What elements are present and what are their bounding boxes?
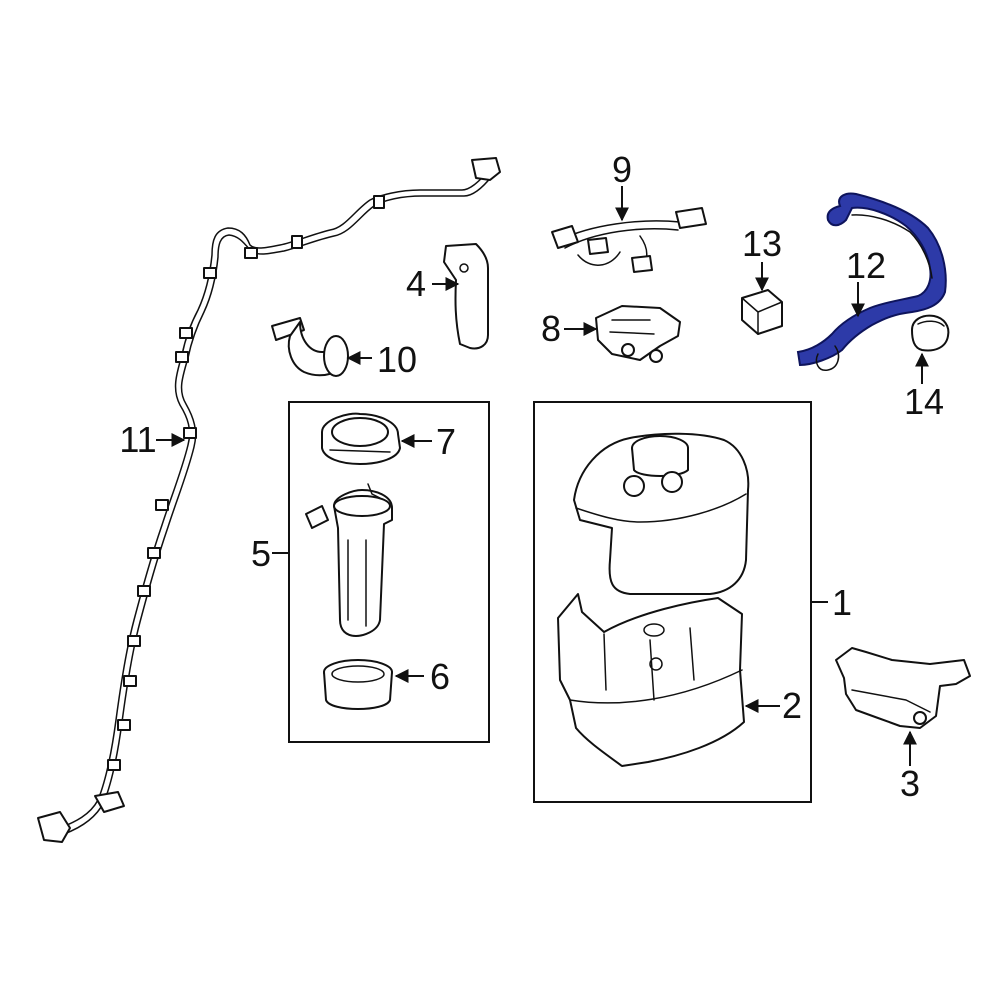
callout-label-14: 14 xyxy=(904,381,944,422)
fuel-pump-module-part-5[interactable] xyxy=(305,483,393,637)
callout-label-8: 8 xyxy=(541,308,561,349)
vapor-valve-part-8[interactable] xyxy=(595,305,681,363)
valve-part-10[interactable] xyxy=(271,317,349,377)
callout-label-3: 3 xyxy=(900,763,920,804)
callout-label-2: 2 xyxy=(782,685,802,726)
callout-label-7: 7 xyxy=(436,421,456,462)
callout-label-10: 10 xyxy=(377,339,417,380)
hose-part-12[interactable] xyxy=(796,192,947,371)
bracket-part-4[interactable] xyxy=(443,243,489,350)
seal-part-6[interactable] xyxy=(323,659,393,710)
callout-label-13: 13 xyxy=(742,223,782,264)
lock-ring-part-7[interactable] xyxy=(321,412,401,465)
tray-part-2[interactable] xyxy=(557,593,745,767)
callout-label-9: 9 xyxy=(612,149,632,190)
bracket-part-3[interactable] xyxy=(835,647,971,729)
cap-part-14[interactable] xyxy=(911,314,950,352)
assembly-box-5 xyxy=(288,401,490,743)
callout-label-5: 5 xyxy=(251,533,271,574)
callout-label-1: 1 xyxy=(832,582,852,623)
wiring-harness-part-11[interactable] xyxy=(37,157,501,843)
callout-label-11: 11 xyxy=(119,419,156,460)
callout-label-4: 4 xyxy=(406,263,426,304)
callout-label-6: 6 xyxy=(430,656,450,697)
sensor-part-13[interactable] xyxy=(741,289,783,335)
callout-label-12: 12 xyxy=(846,245,886,286)
tank-part-1[interactable] xyxy=(573,432,750,595)
wiring-pigtail-part-9[interactable] xyxy=(551,207,707,273)
